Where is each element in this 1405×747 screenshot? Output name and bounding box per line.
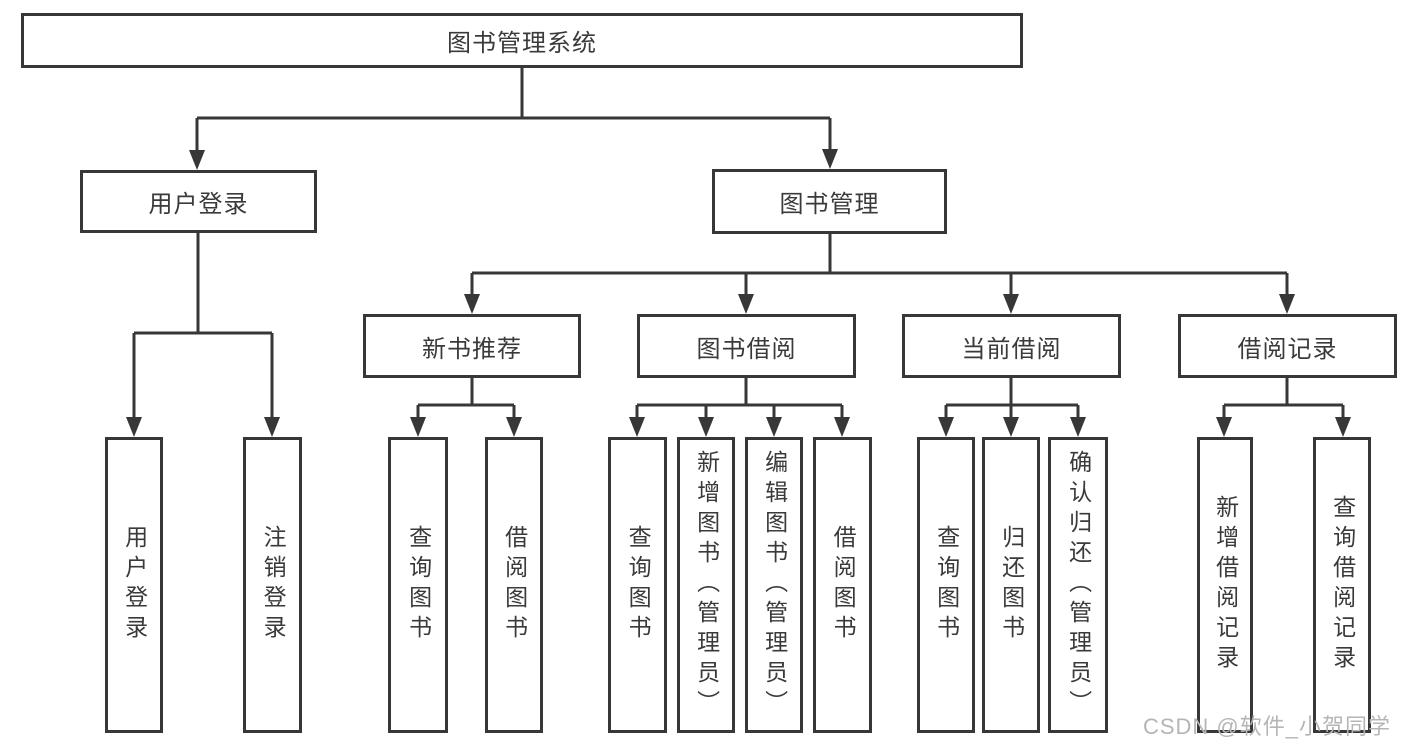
leaf-user-login: 用户登录 bbox=[105, 437, 163, 733]
connector-new-book-branch bbox=[416, 378, 516, 420]
leaf-query-borrow-record: 查询借阅记录 bbox=[1313, 437, 1371, 733]
leaf-confirm-return-admin: 确认归还（管理员） bbox=[1048, 437, 1108, 733]
node-borrowing-records: 借阅记录 bbox=[1178, 314, 1397, 378]
node-book-borrowing: 图书借阅 bbox=[637, 314, 856, 378]
leaf-logout: 注销登录 bbox=[243, 437, 302, 733]
connector-root-branch bbox=[195, 68, 832, 152]
leaf-query-books-1: 查询图书 bbox=[388, 437, 448, 733]
leaf-query-books-3: 查询图书 bbox=[917, 437, 975, 733]
connector-user-login-branch bbox=[132, 233, 274, 420]
connector-book-mgmt-branch bbox=[470, 234, 1289, 297]
node-current-borrowing: 当前借阅 bbox=[902, 314, 1121, 378]
leaf-add-books-admin: 新增图书（管理员） bbox=[677, 437, 735, 733]
watermark: CSDN @软件_小贺同学 bbox=[1142, 714, 1391, 739]
connector-book-borrow-branch bbox=[635, 378, 844, 420]
leaf-borrow-books-1: 借阅图书 bbox=[485, 437, 543, 733]
leaf-add-borrow-record: 新增借阅记录 bbox=[1197, 437, 1253, 733]
node-book-management: 图书管理 bbox=[712, 169, 947, 234]
leaf-query-books-2: 查询图书 bbox=[608, 437, 667, 733]
connector-current-borrow-branch bbox=[944, 378, 1080, 420]
connector-borrow-record-branch bbox=[1222, 378, 1345, 420]
leaf-borrow-books-2: 借阅图书 bbox=[813, 437, 872, 733]
node-new-book-recommend: 新书推荐 bbox=[363, 314, 581, 378]
node-user-login: 用户登录 bbox=[80, 170, 317, 233]
leaf-edit-books-admin: 编辑图书（管理员） bbox=[745, 437, 803, 733]
node-library-management-system: 图书管理系统 bbox=[21, 13, 1023, 68]
leaf-return-books: 归还图书 bbox=[982, 437, 1040, 733]
